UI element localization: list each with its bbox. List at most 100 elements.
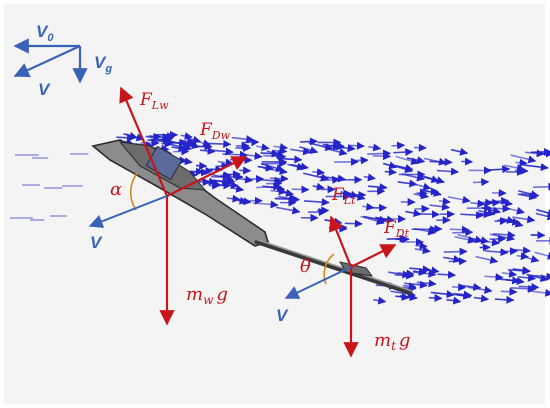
wing-velocity-label: V xyxy=(90,233,103,252)
flow-vector xyxy=(405,209,422,218)
wing-angle-label: α xyxy=(110,179,122,200)
flow-vector xyxy=(242,138,260,147)
flow-vector xyxy=(204,140,232,149)
flow-vector xyxy=(429,202,450,211)
flow-vector xyxy=(510,284,537,293)
flow-vector xyxy=(266,150,285,158)
flow-vector xyxy=(415,241,428,250)
flow-vector xyxy=(450,147,469,156)
flow-vector xyxy=(473,294,489,303)
flow-vector xyxy=(291,185,310,194)
flow-vector xyxy=(393,148,414,157)
flow-vector xyxy=(303,172,330,182)
flow-vector xyxy=(116,133,136,142)
flow-vector xyxy=(518,283,540,292)
flow-vector xyxy=(363,215,388,224)
flow-vector xyxy=(482,198,494,207)
flow-vector xyxy=(436,167,459,176)
flow-vector xyxy=(412,269,437,278)
flow-vector xyxy=(396,165,414,173)
flow-vector xyxy=(375,215,395,224)
flow-vector xyxy=(402,282,417,291)
flow-vector xyxy=(490,204,511,213)
flow-vector xyxy=(526,288,550,297)
flow-vector xyxy=(232,184,245,193)
flow-vector xyxy=(517,192,538,201)
flow-vector xyxy=(145,135,172,145)
flow-vector xyxy=(231,135,255,144)
flow-vector xyxy=(523,163,549,172)
flow-vector xyxy=(414,246,431,255)
v0-label: V0 xyxy=(36,22,54,44)
flow-vector xyxy=(485,197,510,206)
flow-vector xyxy=(500,287,518,296)
wing-angle-arc xyxy=(129,171,139,211)
flow-vector xyxy=(428,293,443,302)
flow-vector xyxy=(312,182,325,191)
flow-vector xyxy=(382,161,398,170)
flow-vector xyxy=(461,157,473,166)
flow-vector xyxy=(500,215,516,224)
flow-vector xyxy=(196,161,208,170)
flow-vector xyxy=(395,155,420,165)
v-arrow xyxy=(13,45,81,78)
flow-vector xyxy=(423,157,447,166)
flow-vector xyxy=(312,168,325,177)
flow-vector xyxy=(516,252,529,261)
flow-vector xyxy=(252,200,279,209)
flow-vector xyxy=(217,158,234,167)
tail-angle-arc xyxy=(323,253,335,285)
flow-vector xyxy=(373,296,387,305)
flow-vector xyxy=(257,176,283,185)
flow-vector xyxy=(454,235,476,244)
flow-vector xyxy=(401,173,425,182)
tail-drag-label: FDt xyxy=(383,218,410,240)
flow-vector xyxy=(226,194,241,203)
tail-fin xyxy=(338,261,374,277)
flow-vector xyxy=(512,266,531,275)
flow-vector xyxy=(525,255,540,263)
velocity-legend xyxy=(13,38,88,84)
flow-vector xyxy=(452,228,474,237)
flow-vector xyxy=(274,195,301,204)
wing-force-vectors xyxy=(88,86,248,326)
flow-vector xyxy=(276,155,303,164)
flow-vector xyxy=(399,293,418,302)
flow-vector xyxy=(290,147,312,156)
flow-vector xyxy=(256,143,270,152)
flow-vector xyxy=(199,146,216,155)
flow-vector xyxy=(391,141,406,150)
flow-vector xyxy=(457,233,484,244)
vehicle-body xyxy=(91,139,413,296)
flow-vector xyxy=(372,152,392,161)
flow-vector xyxy=(447,195,471,204)
flow-vector xyxy=(512,215,536,224)
wing-module xyxy=(145,145,183,181)
flow-vector xyxy=(327,148,348,156)
flow-vector xyxy=(443,247,468,256)
flow-vector xyxy=(489,233,515,242)
flow-vector xyxy=(514,166,529,175)
flow-vector xyxy=(342,144,356,153)
flow-vector xyxy=(511,246,531,255)
flow-vector xyxy=(536,208,550,217)
tail-angle-label: θ xyxy=(300,256,311,277)
flow-vector xyxy=(475,255,499,264)
flow-vector xyxy=(470,199,486,208)
flow-vector xyxy=(534,251,550,260)
flow-vector xyxy=(446,296,462,305)
flow-vector xyxy=(489,234,507,243)
flow-vector xyxy=(498,276,521,285)
flow-vector xyxy=(261,159,287,168)
flow-vector xyxy=(507,206,525,215)
flow-vector xyxy=(270,187,287,196)
flow-vector xyxy=(125,133,145,142)
flow-vector xyxy=(413,191,429,200)
flow-vector xyxy=(270,174,289,183)
flow-vector xyxy=(452,283,467,292)
fuselage-boom-highlight xyxy=(254,238,413,292)
flow-vector xyxy=(367,149,392,158)
